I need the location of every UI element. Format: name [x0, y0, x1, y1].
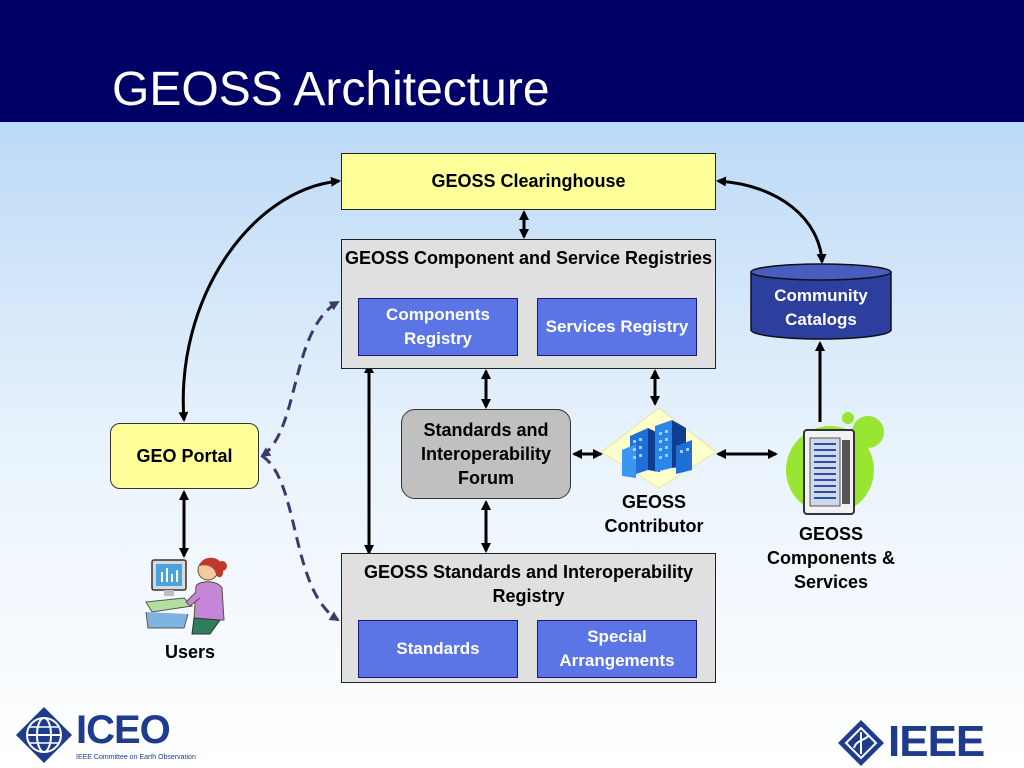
- portal-registries-dashed: [260, 300, 340, 458]
- buildings-icon: [601, 407, 717, 489]
- services-registry: Services Registry: [537, 298, 697, 356]
- std-registry-title: GEOSS Standards and Interoperability Reg…: [363, 562, 694, 606]
- ieee-logo-text: IEEE: [888, 717, 985, 766]
- ieee-diamond-icon: [838, 720, 884, 766]
- iceo-logo-text: ICEO: [76, 708, 171, 752]
- server-icon: [786, 412, 884, 515]
- person-at-computer-icon: [145, 557, 227, 635]
- portal-stdregistry-dashed: [261, 454, 340, 622]
- geoss-contributor-label: GEOSS Contributor: [604, 492, 704, 536]
- title-bar: GEOSS Architecture: [0, 0, 1024, 122]
- portal-clearinghouse-arrow: [178, 176, 341, 422]
- component-service-registries: GEOSS Component and Service Registries C…: [341, 239, 716, 369]
- geo-portal: GEO Portal: [110, 423, 259, 489]
- geoss-clearinghouse: GEOSS Clearinghouse: [341, 153, 716, 210]
- standards-interoperability-registry: GEOSS Standards and Interoperability Reg…: [341, 553, 716, 683]
- users-label: Users: [164, 642, 216, 662]
- clearinghouse-catalogs-arrow: [716, 176, 827, 264]
- special-arrangements-box: Special Arrangements: [537, 620, 697, 678]
- community-catalogs-label: Community Catalogs: [774, 286, 868, 329]
- components-registry: Components Registry: [358, 298, 518, 356]
- standards-box: Standards: [358, 620, 518, 678]
- standards-forum: Standards and Interoperability Forum: [401, 409, 571, 499]
- components-services-label: GEOSS Components & Services: [767, 524, 895, 592]
- community-catalogs-cylinder: [750, 263, 892, 340]
- iceo-logo-subtitle: IEEE Committee on Earth Observation: [76, 754, 196, 761]
- slide-title: GEOSS Architecture: [112, 63, 550, 116]
- registries-title: GEOSS Component and Service Registries: [344, 248, 713, 268]
- globe-icon: [16, 707, 72, 763]
